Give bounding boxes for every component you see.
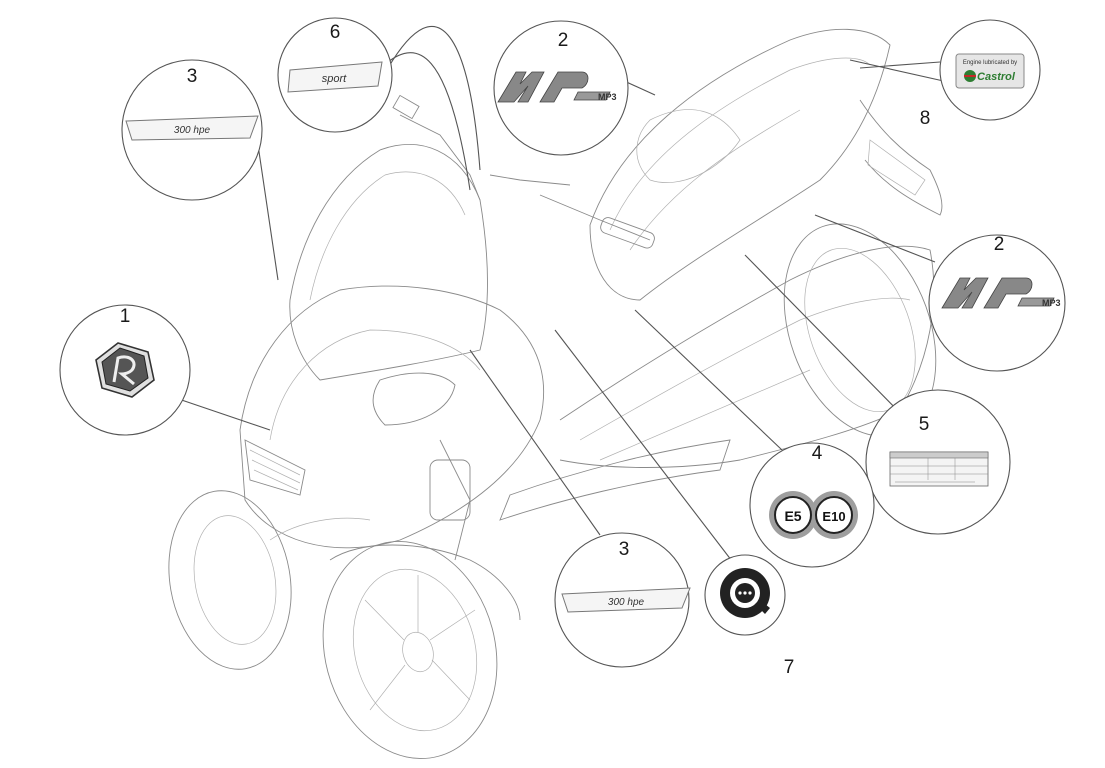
callout-number: 2 <box>994 234 1005 255</box>
mp3-decal: MP3 <box>941 277 1061 309</box>
castrol-brand-text: Castrol <box>977 71 1016 83</box>
callout-7: 7 <box>704 554 795 678</box>
quick-connect-badge-icon <box>720 568 770 618</box>
callout-3-upper: 3 300 hpe <box>121 59 263 201</box>
callout-8: Engine lubricated by Castrol 8 <box>920 19 1041 129</box>
fuel-e5-e10-icon: E5 E10 <box>769 491 858 539</box>
callout-4: 4 E5 E10 <box>749 442 875 568</box>
castrol-label-top: Engine lubricated by <box>963 60 1017 66</box>
piaggio-logo-icon <box>95 342 155 398</box>
mp3-decal: MP3 <box>497 71 617 103</box>
e5-label: E5 <box>784 508 801 524</box>
tyre-pressure-label-icon <box>889 451 989 487</box>
callout-5: 5 <box>865 389 1011 535</box>
callout-3-lower: 3 300 hpe <box>554 532 691 668</box>
callout-number: 7 <box>784 657 795 678</box>
mp3-decal-text: MP3 <box>598 92 617 102</box>
callout-6: 6 sport <box>277 17 393 133</box>
callout-number: 8 <box>920 108 931 129</box>
callout-number: 5 <box>919 414 930 435</box>
callout-number: 4 <box>812 443 823 464</box>
callout-number: 2 <box>558 30 569 51</box>
hpe-decal-text: 300 hpe <box>608 597 645 608</box>
callout-1: 1 <box>59 304 191 436</box>
hpe-decal-text: 300 hpe <box>174 125 211 136</box>
callout-2-top: 2 MP3 <box>493 20 629 156</box>
callout-number: 3 <box>619 539 630 560</box>
e10-label: E10 <box>822 509 845 524</box>
callout-2-right: 2 MP3 <box>928 234 1066 372</box>
sport-decal-text: sport <box>322 73 347 85</box>
callout-number: 3 <box>187 66 198 87</box>
callout-number: 6 <box>330 22 341 43</box>
scooter-drawing <box>168 28 943 759</box>
mp3-decal-text: MP3 <box>1042 298 1061 308</box>
callout-number: 1 <box>120 306 131 327</box>
